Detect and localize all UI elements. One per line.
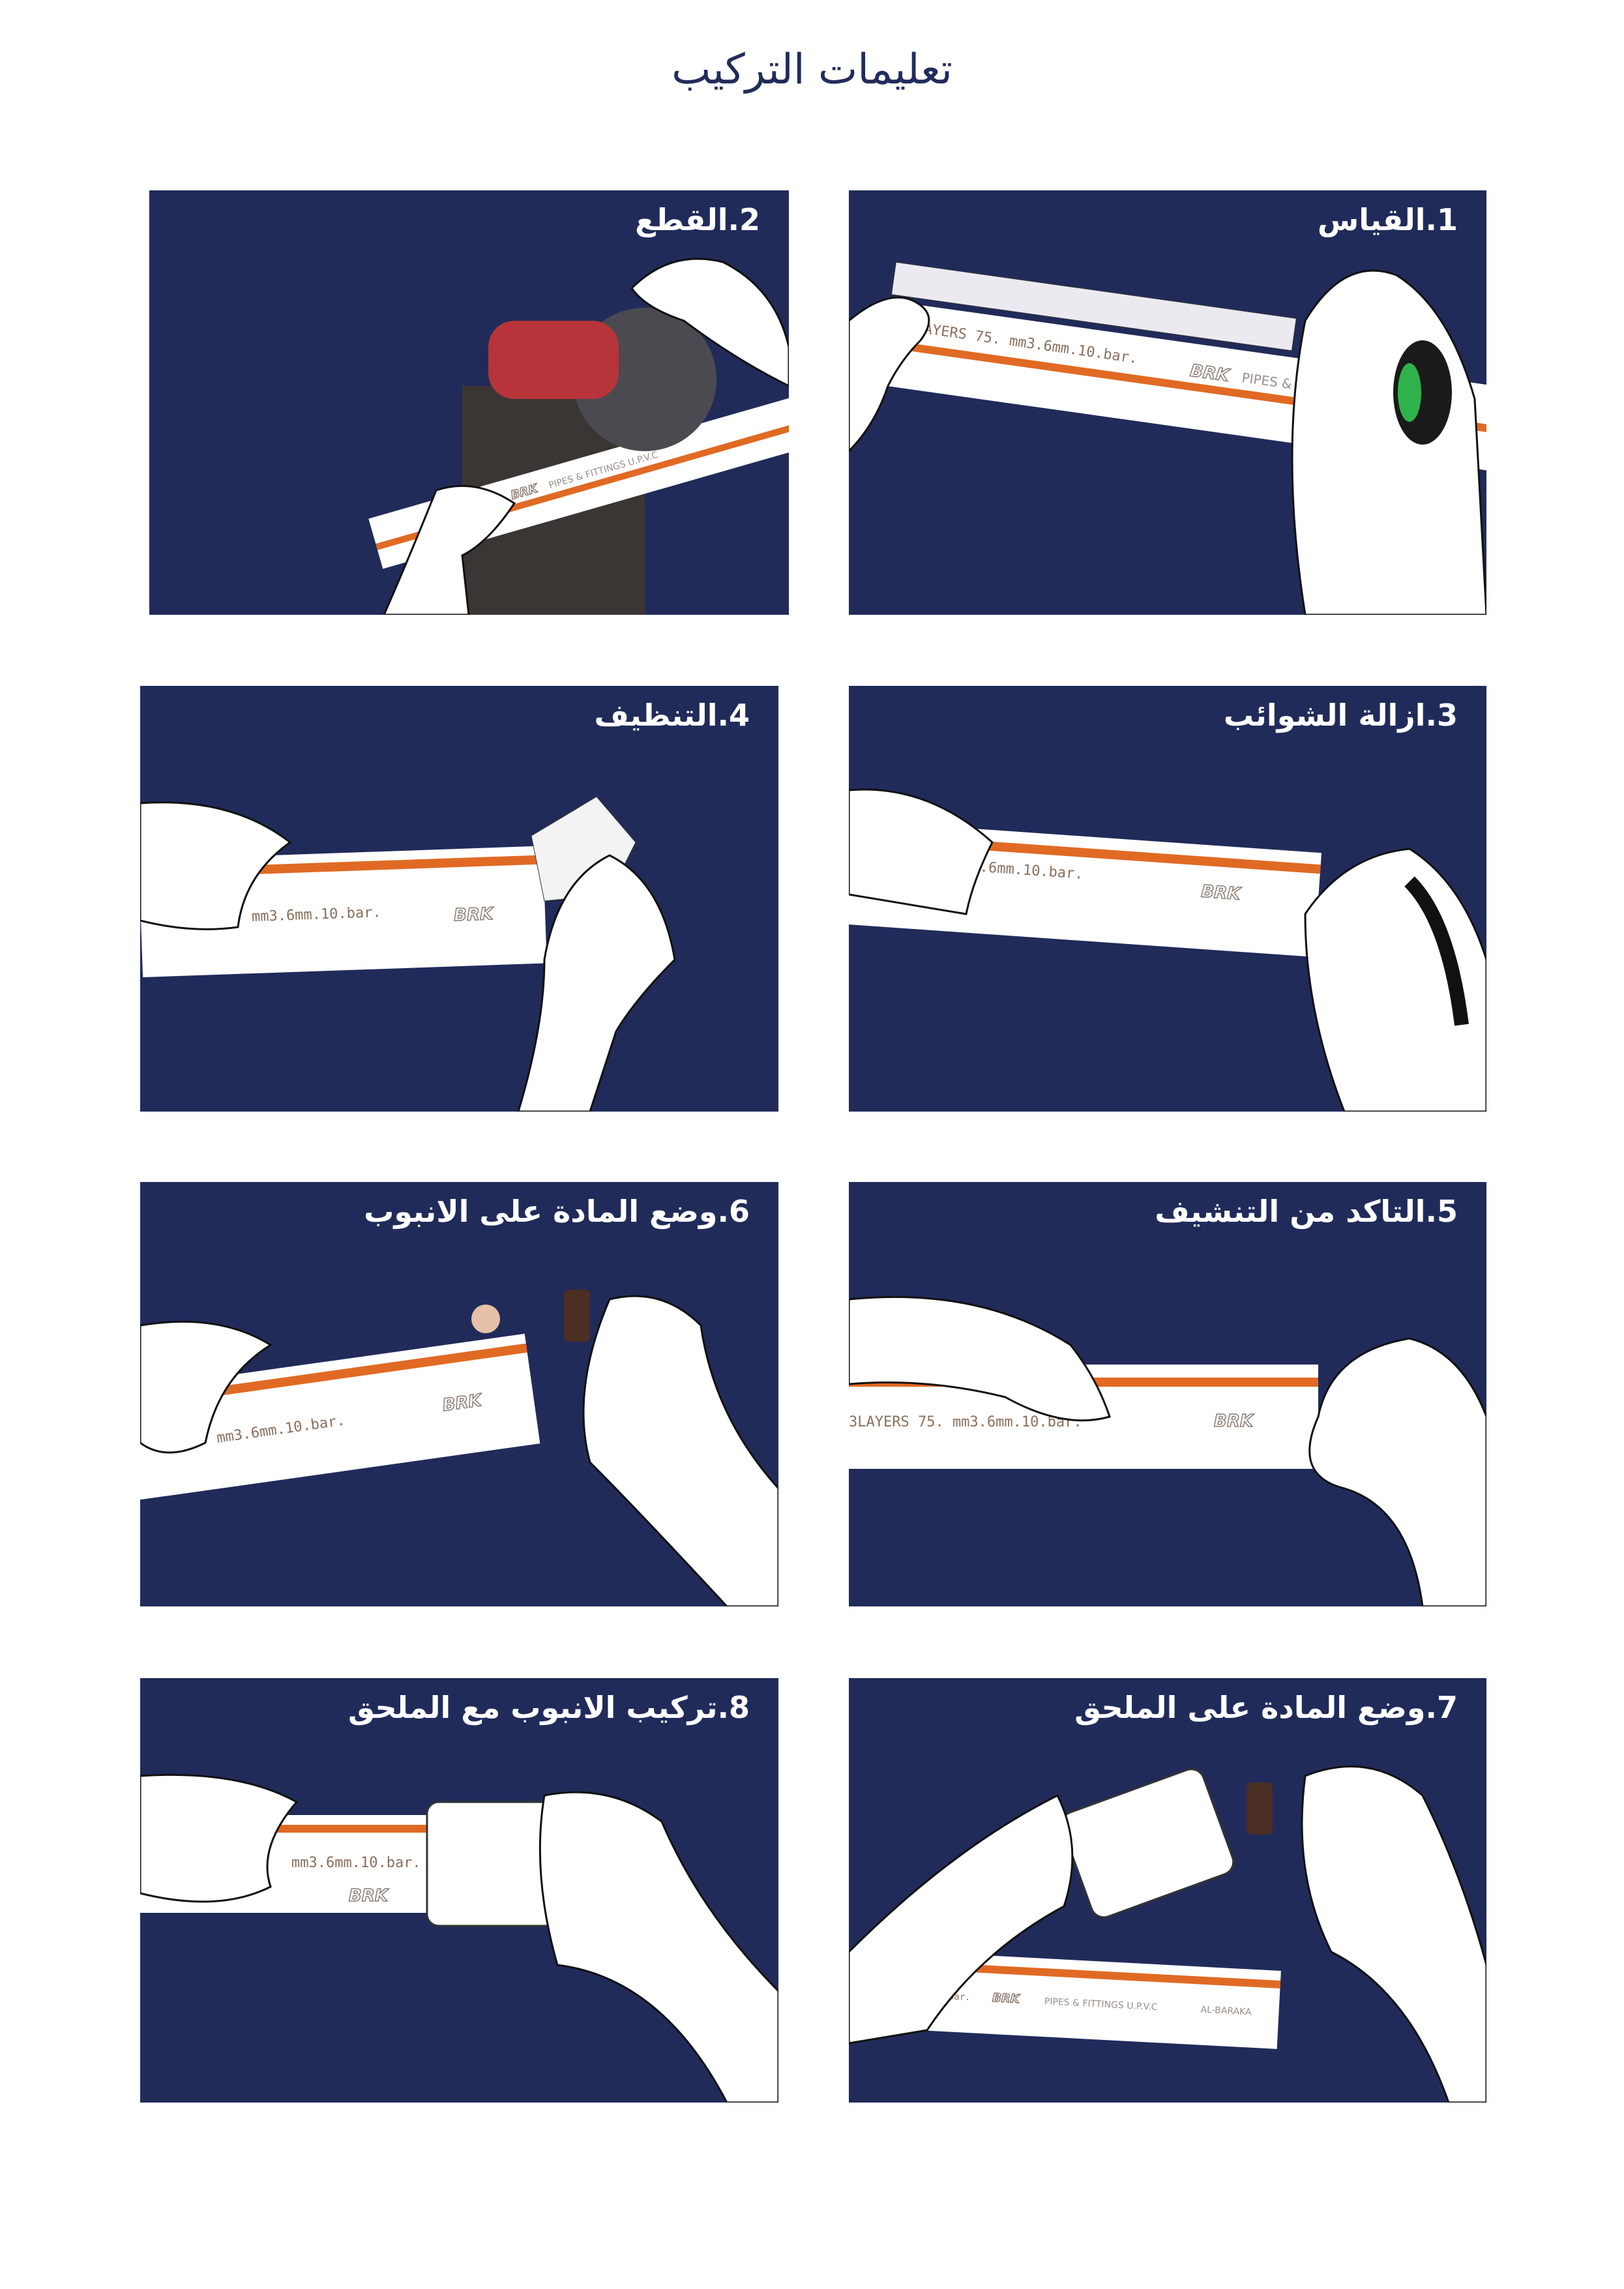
pipe-logo: BRK: [1214, 1411, 1254, 1431]
step-title: 1.القياس: [1317, 202, 1458, 237]
right-hand: [517, 854, 676, 1112]
step-title: 7.وضع المادة على الملحق: [1074, 1690, 1458, 1725]
deburring-tool: [1404, 876, 1469, 1026]
pipe: [140, 1333, 540, 1500]
step-title: 6.وضع المادة على الانبوب: [364, 1194, 750, 1229]
right-hand: [539, 1791, 778, 2103]
pipe-fitting: [1061, 1768, 1235, 1919]
pipe-logo: BRK: [992, 1991, 1022, 2006]
step-2-cutting-panel: 2.القطع mm3.6mm.10.bar. BRK PIPES & FITT…: [149, 190, 789, 615]
pipe-print-spec: 3LAYERS 75. mm3.6mm.10.bar.: [849, 1414, 1082, 1430]
apply-to-fitting-illustration: mm3.6mm.10.bar. BRK PIPES & FITTINGS U.P…: [849, 1765, 1486, 2103]
pipe-logo: BRK: [1200, 882, 1242, 904]
pipe-print-brand: AL-BARAKA: [1200, 2005, 1252, 2018]
glue-brush: [471, 1305, 500, 1333]
measuring-tape: [891, 261, 1297, 351]
apply-to-pipe-illustration: mm3.6mm.10.bar. BRK: [140, 1290, 778, 1606]
saw-motor: [488, 321, 619, 399]
step-3-deburring-panel: 3.ازالة الشوائب 3LAYERS 75. mm3.6mm.10.b…: [849, 686, 1486, 1112]
right-hand: [582, 1295, 778, 1606]
step-6-apply-to-pipe-panel: 6.وضع المادة على الانبوب mm3.6mm.10.bar.…: [140, 1182, 778, 1606]
right-hand: [1308, 1337, 1486, 1606]
cleaning-illustration: mm3.6mm.10.bar. BRK: [140, 796, 676, 1112]
right-hand: [1301, 1765, 1486, 2103]
left-hand: [849, 788, 994, 915]
step-7-apply-to-fitting-panel: 7.وضع المادة على الملحق mm3.6mm.10.bar. …: [849, 1678, 1486, 2103]
step-8-assemble-panel: 8.تركيب الانبوب مع الملحق mm3.6mm.10.bar…: [140, 1678, 778, 2103]
step-4-cleaning-panel: 4.التنظيف mm3.6mm.10.bar. BRK: [140, 686, 778, 1112]
right-hand: [1291, 269, 1486, 615]
drying-check-illustration: 3LAYERS 75. mm3.6mm.10.bar. BRK: [849, 1295, 1486, 1606]
left-hand: [140, 801, 292, 930]
cutting-illustration: mm3.6mm.10.bar. BRK PIPES & FITTINGS U.P…: [368, 258, 789, 615]
page-title: تعليمات التركيب: [672, 46, 952, 94]
left-hand: [140, 1773, 299, 1903]
step-title: 8.تركيب الانبوب مع الملحق: [348, 1690, 750, 1725]
left-hand: [140, 1320, 273, 1454]
left-hand: [383, 484, 516, 615]
step-5-drying-check-panel: 5.التاكد من التنشيف 3LAYERS 75. mm3.6mm.…: [849, 1182, 1486, 1606]
measuring-illustration: 3LAYERS 75. mm3.6mm.10.bar. BRK PIPES & …: [849, 261, 1486, 615]
step-title: 3.ازالة الشوائب: [1223, 698, 1458, 733]
pipe-fitting: [426, 1801, 559, 1927]
left-hand: [849, 1794, 1074, 2045]
deburring-illustration: 3LAYERS 75. mm3.6mm.10.bar. BRK: [849, 788, 1486, 1112]
assemble-illustration: mm3.6mm.10.bar. BRK: [140, 1773, 778, 2103]
left-hand: [849, 1295, 1111, 1422]
right-hand: [630, 258, 789, 387]
step-title: 5.التاكد من التنشيف: [1155, 1194, 1458, 1229]
pipe-logo: BRK: [454, 904, 495, 925]
pipe-logo: BRK: [349, 1886, 389, 1906]
step-title: 2.القطع: [635, 202, 760, 237]
glue-can: [1247, 1782, 1273, 1835]
left-hand: [849, 296, 930, 453]
step-title: 4.التنظيف: [594, 698, 750, 733]
step-1-measuring-panel: 1.القياس 3LAYERS 75. mm3.6mm.10.bar. BRK…: [849, 190, 1486, 615]
glue-can: [564, 1290, 590, 1342]
pipe-print-spec: mm3.6mm.10.bar.: [291, 1855, 421, 1871]
right-hand: [1304, 848, 1486, 1112]
